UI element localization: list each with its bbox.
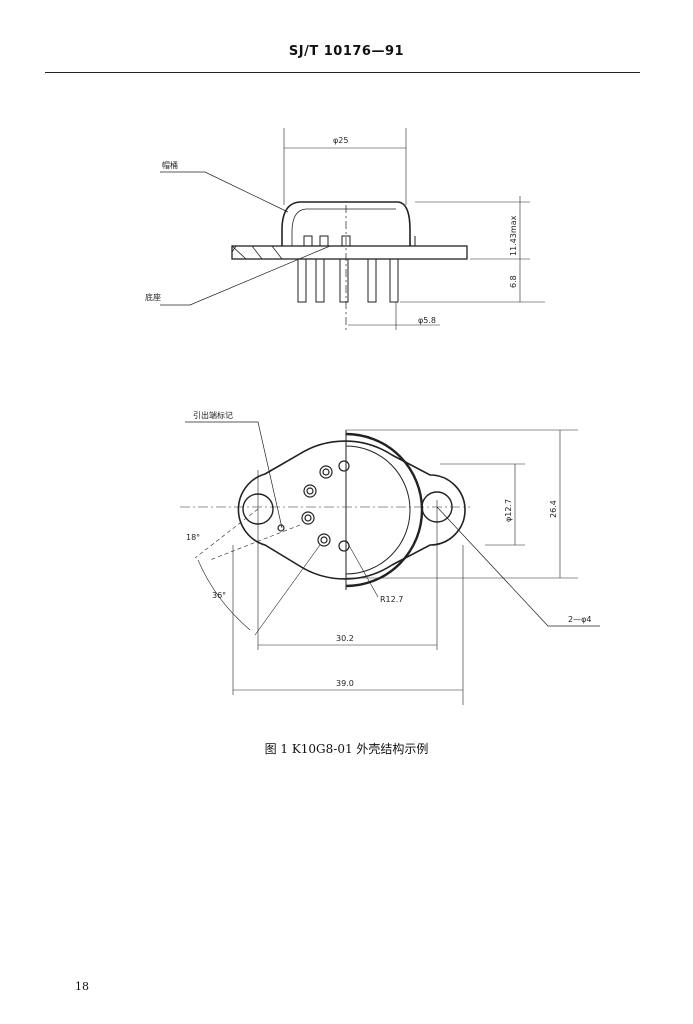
angle-36: 36° xyxy=(212,591,226,600)
dim-pin-length: 6.8 xyxy=(509,275,518,288)
top-view xyxy=(180,421,600,705)
dim-cap-diameter: φ25 xyxy=(333,136,348,145)
dim-hole-spacing: 30.2 xyxy=(336,634,354,643)
label-pin-marker: 引出端标记 xyxy=(193,410,233,420)
pins xyxy=(297,258,399,303)
page-header: SJ/T 10176—91 xyxy=(288,44,405,59)
dim-overall-width: 39.0 xyxy=(336,679,354,688)
dim-cap-height: 11.43max xyxy=(509,215,518,256)
base-flange xyxy=(231,245,468,260)
page-number: 18 xyxy=(75,980,89,993)
dim-height: 26.4 xyxy=(549,500,558,518)
label-base: 底座 xyxy=(145,292,161,302)
dim-holes: 2—φ4 xyxy=(568,615,591,624)
label-cap: 帽桶 xyxy=(162,160,178,170)
dim-pin-circle: φ5.8 xyxy=(418,316,436,325)
header-rule xyxy=(45,72,640,73)
dim-radius: R12.7 xyxy=(380,595,403,604)
figure-caption: 图 1 K10G8-01 外壳结构示例 xyxy=(264,742,429,756)
cap-outline xyxy=(281,201,411,246)
pin-holes xyxy=(277,460,350,552)
dim-pin-span: φ12.7 xyxy=(504,499,513,522)
angle-18: 18° xyxy=(186,533,200,542)
side-view xyxy=(160,128,545,330)
flange-outline xyxy=(237,440,466,580)
